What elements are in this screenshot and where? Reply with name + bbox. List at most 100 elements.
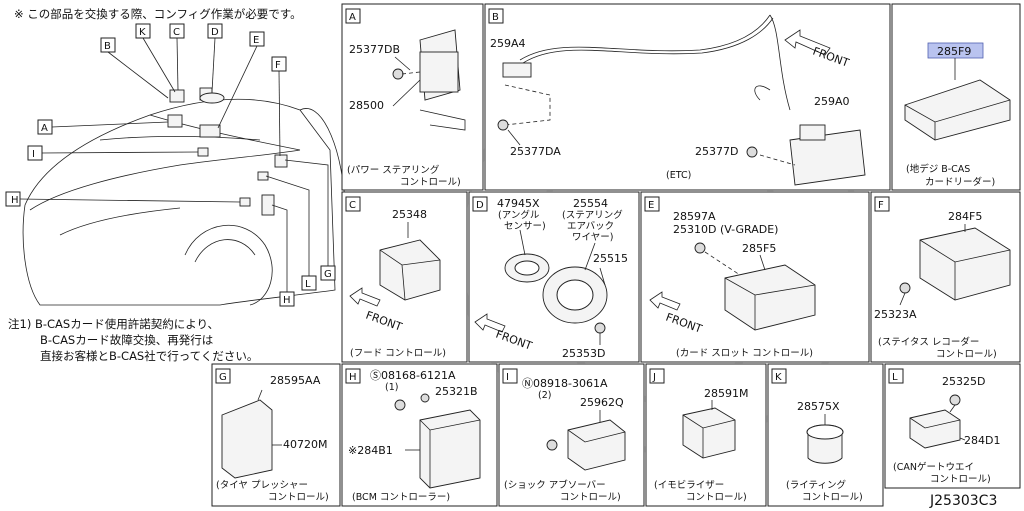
part-25962q: 25962Q bbox=[580, 396, 624, 409]
panel-k: K 28575X (ライティング コントロール) bbox=[767, 363, 884, 507]
part-28500: 28500 bbox=[349, 99, 384, 112]
panel-h: H Ⓢ08168-6121A (1) 25321B ※284B1 (BCM コン… bbox=[341, 363, 498, 507]
diagram-code: J25303C3 bbox=[929, 493, 997, 509]
panel-bcas-caption1: (地デジ B-CAS bbox=[906, 163, 970, 175]
part-284d1: 284D1 bbox=[964, 434, 1000, 447]
part-28597a: 28597A bbox=[673, 210, 716, 223]
part-285f5-e: 285F5 bbox=[742, 242, 776, 255]
part-25310d: 25310D (V-GRADE) bbox=[673, 223, 778, 236]
panel-d-sub1b: センサー) bbox=[504, 221, 546, 232]
part-08168-qty: (1) bbox=[385, 382, 398, 393]
part-25323a: 25323A bbox=[874, 308, 917, 321]
panel-l-letter: L bbox=[892, 372, 898, 383]
header-note: ※ この部品を交換する際、コンフィグ作業が必要です。 bbox=[14, 7, 302, 21]
panel-g-caption2: コントロール) bbox=[268, 492, 329, 503]
callout-j: I bbox=[32, 149, 35, 160]
panel-h-letter: H bbox=[349, 372, 357, 383]
panel-c-caption: (フード コントロール) bbox=[350, 348, 446, 359]
panel-i: I Ⓝ08918-3061A (2) 25962Q (ショック アブソーバー コ… bbox=[498, 363, 645, 507]
panel-a-caption2: コントロール) bbox=[400, 177, 461, 188]
part-08918-3061a: Ⓝ08918-3061A bbox=[522, 377, 608, 390]
part-25377da: 25377DA bbox=[510, 145, 561, 158]
panel-f-caption2: コントロール) bbox=[936, 349, 997, 360]
part-25377db: 25377DB bbox=[349, 43, 400, 56]
callout-g: G bbox=[324, 269, 332, 280]
callout-c: C bbox=[173, 27, 180, 38]
panel-j: J 28591M (イモビライザー コントロール) bbox=[645, 363, 767, 507]
panel-c-letter: C bbox=[349, 200, 356, 211]
part-25554: 25554 bbox=[573, 197, 608, 210]
callout-letters: B K C D E F A I H G L H bbox=[5, 23, 336, 307]
part-25321b: 25321B bbox=[435, 385, 478, 398]
panel-j-caption2: コントロール) bbox=[686, 492, 747, 503]
panel-k-caption2: コントロール) bbox=[802, 492, 863, 503]
panel-d: D 47945X (アングル センサー) 25554 (ステアリング エアバック… bbox=[468, 191, 640, 363]
callout-l: L bbox=[305, 279, 311, 290]
panel-e-letter: E bbox=[648, 200, 654, 211]
panel-l-caption1: (CANゲートウエイ bbox=[893, 461, 974, 473]
callout-f: F bbox=[275, 60, 281, 71]
panel-d-sub2a: (ステアリング bbox=[562, 209, 623, 221]
part-285f9-highlight bbox=[927, 42, 984, 59]
panel-b: B 259A4 25377DA 25377D 259A0 FRONT (ETC) bbox=[484, 3, 891, 191]
callout-k: K bbox=[139, 27, 146, 38]
panel-g: G 28595AA 40720M (タイヤ プレッシャー コントロール) bbox=[211, 363, 341, 507]
part-25353d: 25353D bbox=[562, 347, 605, 360]
panel-d-letter: D bbox=[476, 200, 484, 211]
panel-j-caption1: (イモビライザー bbox=[654, 480, 724, 491]
panel-i-caption1: (ショック アブソーバー bbox=[504, 479, 606, 491]
overview-section: ※ この部品を交換する際、コンフィグ作業が必要です。 B bbox=[5, 7, 346, 363]
panel-c: C 25348 FRONT (フード コントロール) bbox=[341, 191, 468, 363]
part-284f5: 284F5 bbox=[948, 210, 982, 223]
callout-i: H bbox=[11, 195, 19, 206]
panel-b-caption: (ETC) bbox=[666, 170, 691, 181]
footnote-line3: 直接お客様とB-CAS社で行ってください。 bbox=[40, 349, 258, 363]
part-28595aa: 28595AA bbox=[270, 374, 321, 387]
callout-h: H bbox=[283, 295, 291, 306]
part-25348: 25348 bbox=[392, 208, 427, 221]
part-08168-6121a: Ⓢ08168-6121A bbox=[370, 369, 456, 382]
panel-k-letter: K bbox=[775, 372, 782, 383]
panel-a: A 25377DB 28500 (パワー ステアリング コントロール) bbox=[341, 3, 484, 191]
panel-h-caption: (BCM コントローラー) bbox=[352, 492, 450, 503]
callout-d: D bbox=[211, 27, 219, 38]
panel-b-letter: B bbox=[492, 12, 499, 23]
panel-f-caption1: (ステイタス レコーダー bbox=[878, 336, 979, 348]
panel-e-caption: (カード スロット コントロール) bbox=[676, 348, 813, 359]
panel-d-sub1a: (アングル bbox=[498, 209, 540, 221]
panel-g-caption1: (タイヤ プレッシャー bbox=[216, 480, 308, 491]
callout-a: A bbox=[41, 123, 48, 134]
part-47945x: 47945X bbox=[497, 197, 540, 210]
panel-k-caption1: (ライティング bbox=[786, 479, 846, 491]
callout-b: B bbox=[104, 41, 111, 52]
panel-i-letter: I bbox=[506, 372, 509, 383]
footnote-line1: 注1) B-CASカード使用許諾契約により、 bbox=[8, 317, 219, 331]
panel-a-letter: A bbox=[349, 12, 356, 23]
part-285f9: 285F9 bbox=[937, 45, 971, 58]
part-28575x: 28575X bbox=[797, 400, 840, 413]
callout-e: E bbox=[253, 35, 259, 46]
car-illustration bbox=[22, 87, 346, 306]
part-40720m: 40720M bbox=[283, 438, 327, 451]
part-25377d: 25377D bbox=[695, 145, 738, 158]
panel-l: L 25325D 284D1 (CANゲートウエイ コントロール) bbox=[884, 363, 1021, 489]
part-28591m: 28591M bbox=[704, 387, 748, 400]
part-259a0: 259A0 bbox=[814, 95, 850, 108]
panel-d-sub2c: ワイヤー) bbox=[572, 232, 613, 243]
panel-i-caption2: コントロール) bbox=[560, 492, 621, 503]
panel-bcas-caption2: カードリーダー) bbox=[925, 176, 995, 188]
part-08918-qty: (2) bbox=[538, 390, 551, 401]
panel-f: F 284F5 25323A (ステイタス レコーダー コントロール) bbox=[870, 191, 1021, 363]
panel-a-caption1: (パワー ステアリング bbox=[347, 164, 440, 176]
part-25515: 25515 bbox=[593, 252, 628, 265]
part-259a4: 259A4 bbox=[490, 37, 526, 50]
panel-d-sub2b: エアバック bbox=[567, 221, 614, 232]
panel-l-caption2: コントロール) bbox=[930, 474, 991, 485]
footnote-line2: B-CASカード故障交換、再発行は bbox=[40, 333, 213, 347]
panel-j-letter: J bbox=[652, 372, 656, 383]
panel-f-letter: F bbox=[878, 200, 884, 211]
part-25325d: 25325D bbox=[942, 375, 985, 388]
panel-bcas: 285F9 (地デジ B-CAS カードリーダー) bbox=[891, 3, 1021, 191]
panel-g-letter: G bbox=[219, 372, 227, 383]
